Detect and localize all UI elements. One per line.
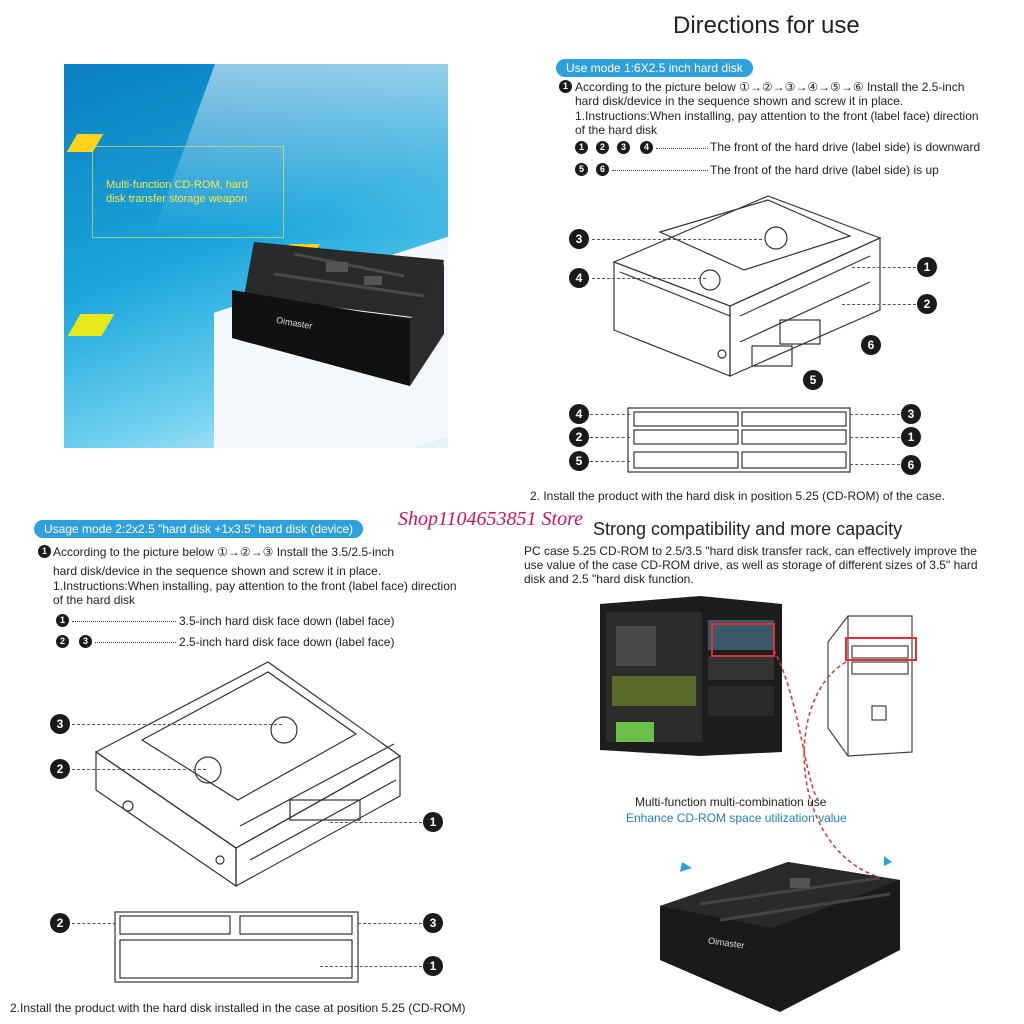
callout-leader: [590, 461, 630, 462]
legend-leader: [72, 621, 176, 622]
mode1-instructions: 1.Instructions:When installing, pay atte…: [575, 109, 979, 123]
legend-label-down: The front of the hard drive (label side)…: [710, 140, 981, 154]
callout-leader: [850, 464, 900, 465]
hero-tagline: Multi-function CD-ROM, hard: [106, 179, 248, 191]
callout-leader: [850, 437, 900, 438]
compat-description: use value of the case CD-ROM drive, as w…: [524, 558, 978, 572]
compat-title: Strong compatibility and more capacity: [593, 519, 903, 539]
mode1-step2: 2. Install the product with the hard dis…: [530, 489, 945, 503]
callout-4: 4: [569, 268, 589, 288]
mode2-instructions: 1.Instructions:When installing, pay atte…: [53, 579, 457, 593]
legend-marker: 3: [79, 635, 92, 648]
legend-marker: 3: [617, 141, 630, 154]
hero-product-photo: [232, 242, 444, 386]
step-bullet: 1: [38, 545, 51, 558]
legend-marker: 2: [596, 141, 609, 154]
mode1-badge: Use mode 1:6X2.5 inch hard disk: [556, 59, 753, 77]
callout-leader: [320, 966, 422, 967]
callout-1: 1: [423, 956, 443, 976]
callout-4: 4: [569, 404, 589, 424]
mode2-step1: hard disk/device in the sequence shown a…: [53, 564, 382, 578]
callout-leader: [592, 239, 762, 240]
callout-6: 6: [901, 455, 921, 475]
step-bullet: 1: [559, 80, 572, 93]
mode2-step2: 2.Install the product with the hard disk…: [10, 1001, 466, 1015]
legend-leader: [656, 148, 708, 149]
compat-description: PC case 5.25 CD-ROM to 2.5/3.5 "hard dis…: [524, 544, 977, 558]
store-watermark: Shop1104653851 Store: [398, 508, 583, 530]
compat-description: disk and 2.5 "hard disk function.: [524, 572, 694, 586]
callout-1: 1: [917, 257, 937, 277]
compat-caption-highlight: Enhance CD-ROM space utilization value: [626, 811, 847, 825]
callout-leader: [842, 304, 916, 305]
mode2-instructions: of the hard disk: [53, 593, 136, 607]
callout-1: 1: [901, 427, 921, 447]
callout-leader: [590, 437, 630, 438]
callout-3: 3: [569, 229, 589, 249]
legend-label-up: The front of the hard drive (label side)…: [710, 163, 939, 177]
mode1-instructions: of the hard disk: [575, 123, 658, 137]
mode1-step1: According to the picture below ①→②→③→④→⑤…: [575, 80, 965, 94]
legend-marker: 1: [575, 141, 588, 154]
callout-leader: [330, 822, 422, 823]
callout-leader: [72, 923, 116, 924]
callout-leader: [72, 724, 282, 725]
legend-label-23: 2.5-inch hard disk face down (label face…: [179, 635, 395, 649]
directions-title: Directions for use: [673, 12, 860, 39]
callout-2: 2: [917, 294, 937, 314]
callout-3: 3: [423, 913, 443, 933]
callout-5: 5: [803, 370, 823, 390]
callout-6: 6: [861, 335, 881, 355]
hero-tagline-frame: [92, 146, 284, 238]
mode1-step1: hard disk/device in the sequence shown a…: [575, 94, 904, 108]
legend-marker: 4: [640, 141, 653, 154]
mode2-step1: According to the picture below ①→②→③ Ins…: [53, 545, 395, 559]
callout-leader: [852, 267, 916, 268]
callout-2: 2: [569, 427, 589, 447]
callout-3: 3: [50, 714, 70, 734]
legend-marker: 2: [56, 635, 69, 648]
legend-leader: [95, 642, 176, 643]
legend-marker: 6: [596, 163, 609, 176]
hero-tagline: disk transfer storage weapon: [106, 193, 248, 205]
callout-leader: [72, 769, 206, 770]
callout-1: 1: [423, 812, 443, 832]
hero-image: Multi-function CD-ROM, hard disk transfe…: [64, 64, 448, 448]
callout-2: 2: [50, 913, 70, 933]
callout-leader: [850, 414, 900, 415]
legend-label-1: 3.5-inch hard disk face down (label face…: [179, 614, 395, 628]
callout-leader: [592, 278, 706, 279]
callout-leader: [358, 923, 422, 924]
callout-2: 2: [50, 759, 70, 779]
mode2-badge: Usage mode 2:2x2.5 "hard disk +1x3.5" ha…: [34, 520, 364, 538]
callout-leader: [590, 414, 630, 415]
compat-caption: Multi-function multi-combination use: [635, 795, 827, 809]
callout-5: 5: [569, 451, 589, 471]
legend-marker: 1: [56, 614, 69, 627]
callout-3: 3: [901, 404, 921, 424]
legend-leader: [612, 170, 708, 171]
legend-marker: 5: [575, 163, 588, 176]
